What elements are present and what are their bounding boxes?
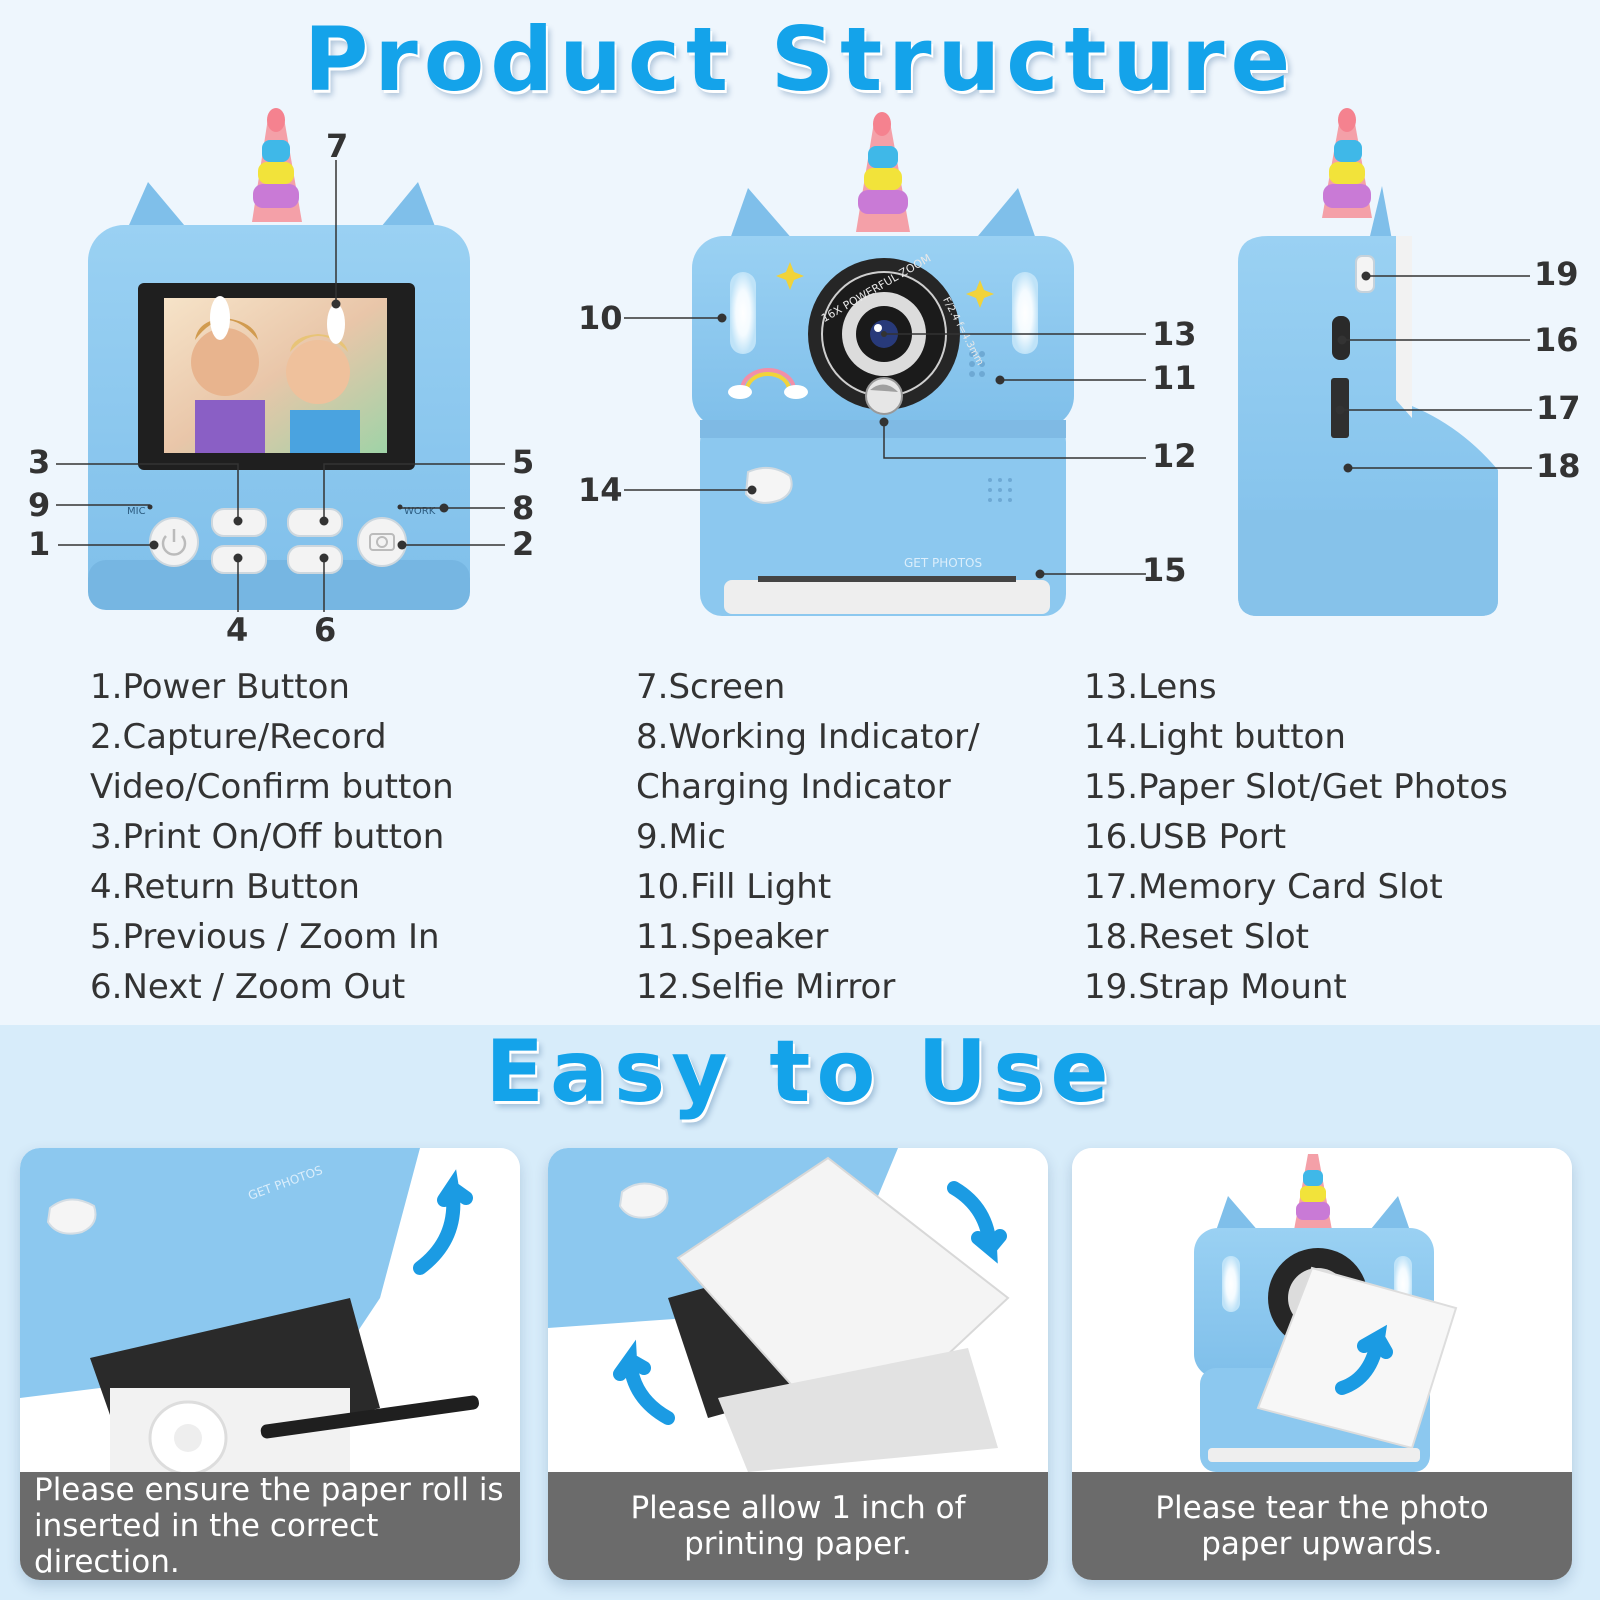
legend-item: 14.Light button: [1084, 717, 1346, 757]
step-3-illustration: [1072, 1148, 1572, 1472]
legend-item: Charging Indicator: [636, 767, 951, 807]
legend-item: 6.Next / Zoom Out: [90, 967, 406, 1007]
callout-17: 17: [1536, 389, 1581, 427]
callout-16: 16: [1534, 321, 1579, 359]
speaker-grill: [969, 351, 1012, 502]
usage-step-1: GET PHOTOS Please ensure the paper roll …: [20, 1148, 520, 1580]
fill-light-right: [1012, 272, 1038, 354]
callout-15: 15: [1142, 551, 1187, 589]
callout-7: 7: [326, 127, 349, 165]
next-zoom-out-button[interactable]: [287, 545, 343, 574]
legend-item: 12.Selfie Mirror: [636, 967, 896, 1007]
legend-item: 2.Capture/Record: [90, 717, 387, 757]
step-1-illustration: GET PHOTOS: [20, 1148, 520, 1472]
page-title: Product Structure: [303, 8, 1297, 111]
legend-item: 9.Mic: [636, 817, 726, 857]
paper-slot-label: GET PHOTOS: [904, 556, 982, 570]
legend-item: Video/Confirm button: [90, 767, 454, 807]
callout-18: 18: [1536, 447, 1581, 485]
step-2-caption-line-2: printing paper.: [684, 1526, 912, 1562]
arrow-up-icon: [1335, 1324, 1393, 1395]
legend-item: 16.USB Port: [1084, 817, 1287, 857]
callout-12: 12: [1152, 437, 1197, 475]
unicorn-horn-icon: [1294, 1154, 1332, 1230]
step-3-caption-line-1: Please tear the photo: [1155, 1490, 1489, 1526]
product-diagram: MIC WORK: [56, 108, 1532, 616]
callout-10: 10: [578, 299, 623, 337]
callout-5: 5: [512, 443, 535, 481]
light-button[interactable]: [744, 466, 793, 504]
callout-19: 19: [1534, 255, 1579, 293]
legend-item: 8.Working Indicator/: [636, 717, 980, 757]
legend-item: 13.Lens: [1084, 667, 1217, 707]
legend-item: 3.Print On/Off button: [90, 817, 445, 857]
fill-light-left: [730, 272, 756, 354]
legend-column-1: 1.Power Button 2.Capture/Record Video/Co…: [90, 662, 454, 1012]
mic-label: MIC: [127, 506, 146, 517]
callout-14: 14: [578, 471, 623, 509]
callout-2: 2: [512, 525, 535, 563]
callout-13: 13: [1152, 315, 1197, 353]
callout-8: 8: [512, 489, 535, 527]
legend-item: 7.Screen: [636, 667, 786, 707]
legend-item: 10.Fill Light: [636, 867, 832, 907]
callout-6: 6: [314, 611, 337, 649]
callout-1: 1: [28, 525, 51, 563]
step-1-caption-line-1: Please ensure the paper roll is: [34, 1472, 504, 1508]
legend-item: 19.Strap Mount: [1084, 967, 1347, 1007]
legend-item: 11.Speaker: [636, 917, 829, 957]
arrow-curve-icon: [947, 1181, 1007, 1264]
power-button[interactable]: [149, 517, 199, 567]
step-3-caption-line-2: paper upwards.: [1201, 1526, 1443, 1562]
previous-zoom-in-button[interactable]: [287, 508, 343, 537]
arrow-up-icon: [413, 1169, 473, 1275]
legend-item: 15.Paper Slot/Get Photos: [1084, 767, 1508, 807]
legend-item: 4.Return Button: [90, 867, 360, 907]
callout-4: 4: [226, 611, 249, 649]
usage-title: Easy to Use: [485, 1022, 1115, 1122]
legend-item: 5.Previous / Zoom In: [90, 917, 440, 957]
legend-item: 1.Power Button: [90, 667, 350, 707]
camera-front-view: GET PHOTOS: [624, 112, 1146, 616]
callout-3: 3: [28, 443, 51, 481]
legend-column-3: 13.Lens 14.Light button 15.Paper Slot/Ge…: [1084, 662, 1508, 1012]
camera-side-view: [1238, 108, 1532, 616]
rainbow-decal: [728, 368, 808, 399]
unicorn-horn-icon: [856, 112, 910, 232]
legend-column-2: 7.Screen 8.Working Indicator/ Charging I…: [636, 662, 980, 1012]
legend-item: 17.Memory Card Slot: [1084, 867, 1443, 907]
legend-item: 18.Reset Slot: [1084, 917, 1310, 957]
callout-11: 11: [1152, 359, 1197, 397]
unicorn-horn-icon: [1322, 108, 1372, 218]
arrow-curve-icon: [613, 1339, 675, 1425]
step-2-illustration: [548, 1148, 1048, 1472]
capture-button[interactable]: [357, 517, 407, 567]
step-1-caption-line-2: inserted in the correct direction.: [34, 1508, 379, 1580]
callout-9: 9: [28, 486, 51, 524]
unicorn-horn-icon: [252, 108, 302, 222]
step-2-caption-line-1: Please allow 1 inch of: [630, 1490, 966, 1526]
work-label: WORK: [404, 506, 436, 517]
camera-back-view: MIC WORK: [56, 108, 505, 612]
